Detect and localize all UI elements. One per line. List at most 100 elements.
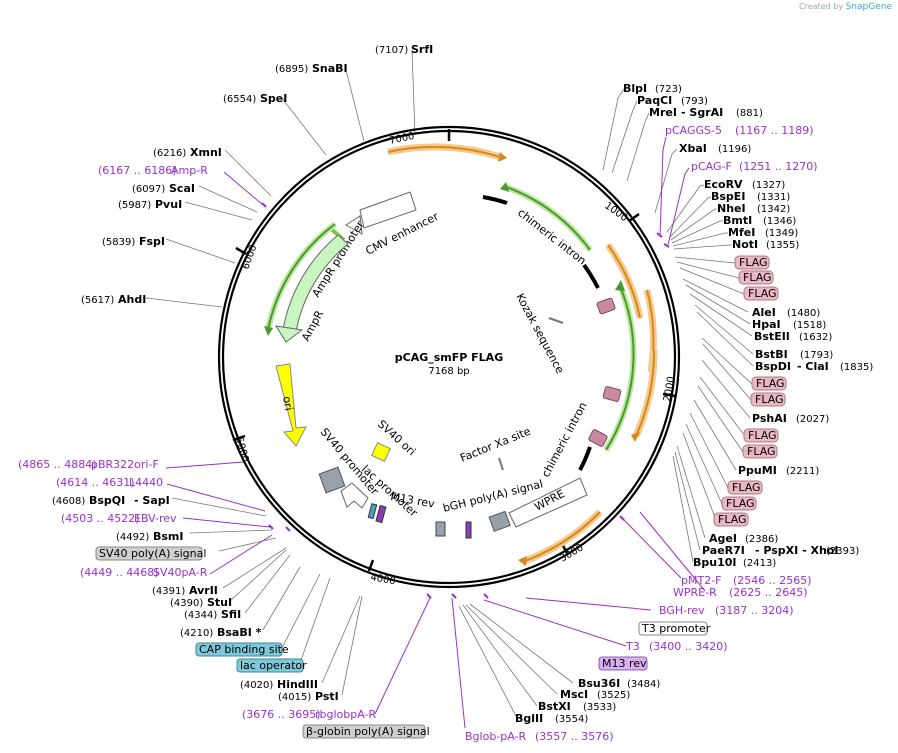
site-name: BlpI	[623, 82, 647, 95]
feature-mark	[482, 195, 508, 205]
sv40-ori-block	[371, 442, 391, 462]
tick-labels: 7000 1000 2000 3000 4000 5000 6000	[233, 131, 677, 587]
primer-name: WPRE-R	[673, 586, 717, 599]
site-pos: (6895)	[275, 64, 308, 75]
flag-label: FLAG	[748, 429, 777, 442]
site-name: BsmI	[153, 530, 184, 543]
site-extra: - PspXI - XhoI	[755, 544, 838, 557]
t3-promoter-box	[638, 621, 708, 636]
site-name: PvuI	[155, 198, 182, 211]
enzyme-labels-right: BlpI (723) PaqCI (793) MreI - SgrAI (881…	[465, 82, 873, 743]
site-pos: (2393)	[826, 546, 859, 557]
site-pos: (2027)	[796, 414, 829, 425]
intron-upper	[505, 186, 591, 251]
site-pos: (1480)	[787, 308, 820, 319]
sv40-polya-box-label: SV40 poly(A) signal	[99, 547, 206, 560]
site-pos: (881)	[736, 108, 763, 119]
primer-range: (1251 .. 1270)	[739, 160, 818, 173]
site-name: MscI	[560, 688, 588, 701]
primer-range: (4449 .. 4468)	[80, 566, 159, 579]
site-pos: (3533)	[583, 702, 616, 713]
site-name: MreI	[649, 106, 677, 119]
tick-label: 6000	[240, 243, 259, 271]
site-pos: (4492)	[116, 532, 149, 543]
site-name: BsaBI *	[217, 626, 262, 639]
site-pos: (1327)	[752, 180, 785, 191]
flag-label: FLAG	[747, 445, 776, 458]
site-pos: (5987)	[118, 200, 151, 211]
cap-box	[195, 642, 283, 657]
cmv-arrowhead	[345, 215, 363, 235]
primer-range: (3676 .. 3695)	[242, 708, 321, 721]
site-pos: (3525)	[597, 690, 630, 701]
orf-right-1	[607, 244, 641, 319]
primer-name: pCAG-F	[691, 160, 732, 173]
site-pos: (1349)	[765, 228, 798, 239]
primer-range: (4614 .. 4631)	[56, 476, 135, 489]
site-name: BstXI	[538, 700, 571, 713]
primer-range: (3400 .. 3420)	[649, 640, 728, 653]
flag-label: FLAG	[748, 287, 777, 300]
primer-leaders	[165, 136, 706, 729]
site-pos: (1196)	[718, 144, 751, 155]
site-name: AleI	[752, 306, 776, 319]
site-name: AvrII	[189, 584, 218, 597]
primer-name: pBR322ori-F	[91, 458, 159, 471]
site-name: PshAI	[752, 412, 787, 425]
site-pos: (5839)	[102, 237, 135, 248]
orf-top	[387, 145, 501, 158]
site-pos: (6554)	[223, 94, 256, 105]
site-extra: - SapI	[134, 494, 170, 507]
site-pos: (6216)	[153, 148, 186, 159]
primer-range: (4865 .. 4884)	[18, 458, 97, 471]
sv40-promoter-arrow	[340, 482, 369, 509]
primer-name: pMT2-F	[681, 574, 722, 587]
bgh-polya-block	[488, 510, 511, 532]
m13-rev-box-label: M13 rev	[602, 657, 647, 670]
site-name: PpuMI	[738, 464, 777, 477]
site-pos: (1331)	[757, 192, 790, 203]
primer-range: (3187 .. 3204)	[715, 604, 794, 617]
site-name: BstEII	[754, 330, 790, 343]
ampr-label: AmpR	[299, 308, 326, 343]
site-pos: (5617)	[81, 295, 114, 306]
site-pos: (4015)	[278, 692, 311, 703]
site-extra: - ClaI	[797, 360, 829, 373]
intron-upper-arrowhead	[500, 182, 509, 192]
primer-name: Amp-R	[171, 164, 208, 177]
sv40-polya-block	[318, 466, 346, 494]
primer-range: (2546 .. 2565)	[733, 574, 812, 587]
orf-right-arrowhead	[631, 432, 640, 442]
site-name: XbaI	[679, 142, 707, 155]
watermark: Created by SnapGene	[799, 2, 892, 12]
enzyme-labels-left: (7107) SrfI (6895) SnaBI (6554) SpeI (62…	[18, 43, 433, 739]
site-pos: (1632)	[799, 332, 832, 343]
primer-name: BGH-rev	[659, 604, 705, 617]
flag-label: FLAG	[756, 377, 785, 390]
primer-name: L4440	[129, 476, 163, 489]
beta-globin-box	[302, 724, 426, 739]
plasmid-name: pCAG_smFP FLAG	[395, 351, 503, 364]
primer-range: (6167 .. 6186)	[98, 164, 177, 177]
site-name: MfeI	[728, 226, 755, 239]
flag-label: FLAG	[755, 393, 784, 406]
ori-label: ori	[280, 395, 295, 411]
primer-name: pCAGGS-5	[665, 124, 722, 137]
primer-range: (4503 .. 4522)	[61, 512, 140, 525]
intron-right	[605, 285, 635, 451]
site-pos: (1346)	[763, 216, 796, 227]
primer-name: SV40pA-R	[153, 566, 208, 579]
feature-mark	[578, 446, 592, 471]
site-name: NheI	[717, 202, 746, 215]
site-name: EcoRV	[704, 178, 743, 191]
flag-label: FLAG	[739, 256, 768, 269]
site-pos: (2386)	[745, 534, 778, 545]
cap-box-label: CAP binding site	[199, 643, 289, 656]
cmv-arrow	[359, 191, 417, 229]
site-pos: (1355)	[766, 240, 799, 251]
plasmid-length: 7168 bp	[428, 366, 469, 377]
factor-xa-mark	[498, 457, 504, 471]
flag-boxes: FLAG FLAG FLAG FLAG FLAG FLAG FLAG FLAG …	[713, 255, 787, 527]
site-pos: (4390)	[170, 598, 203, 609]
